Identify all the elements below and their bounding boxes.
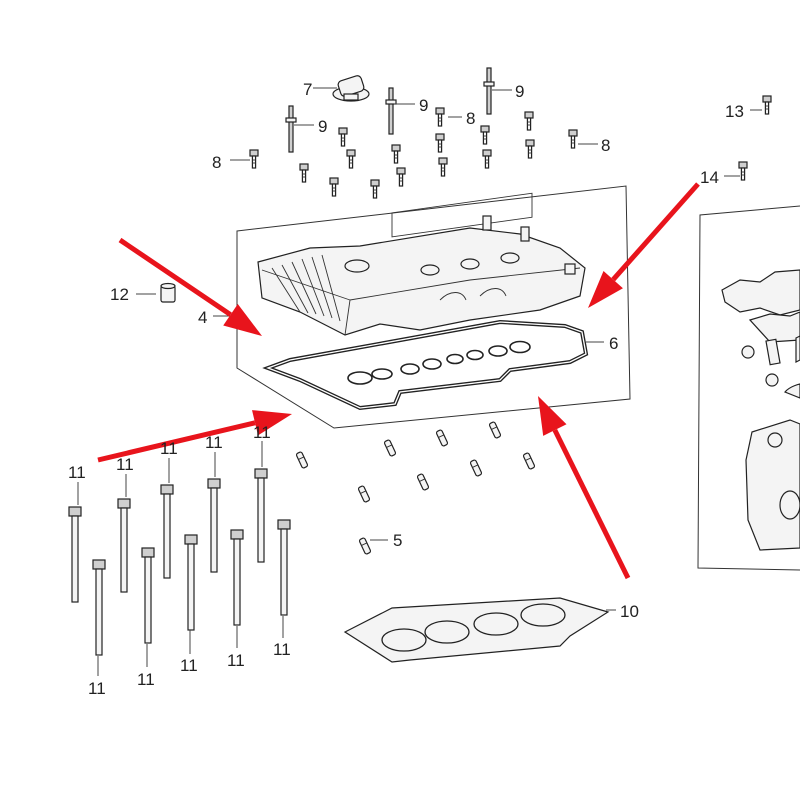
cover-assembly-frame — [236, 185, 631, 429]
leader-lines — [77, 87, 762, 676]
highlight-arrows — [97, 182, 700, 580]
sleeve-12 — [160, 282, 176, 303]
red-arrow-shaft — [97, 420, 256, 463]
stud-bolt — [385, 87, 397, 135]
callout-11: 11 — [68, 463, 86, 482]
red-arrow-head — [588, 270, 623, 308]
oil-filler-cap — [332, 75, 370, 102]
callout-11: 11 — [137, 670, 155, 689]
callout-13: 13 — [725, 102, 744, 121]
callout-9: 9 — [515, 82, 524, 101]
cylinder-head-assembly — [697, 205, 800, 571]
callout-11: 11 — [273, 640, 291, 659]
callout-11: 11 — [227, 651, 245, 670]
callout-8: 8 — [212, 153, 221, 172]
callout-11: 11 — [180, 656, 198, 675]
valve-cover — [257, 192, 586, 336]
bolt-14 — [738, 161, 748, 181]
cylinder-head-bolts — [68, 468, 291, 656]
red-arrow-shaft — [552, 428, 631, 580]
callout-11: 11 — [205, 433, 223, 452]
callout-8: 8 — [601, 136, 610, 155]
callout-9: 9 — [318, 117, 327, 136]
callout-labels: 7 8 8 8 9 9 9 13 14 12 4 6 5 10 11 11 11… — [68, 80, 744, 698]
callout-8: 8 — [466, 109, 475, 128]
red-arrow-shaft — [611, 182, 700, 282]
cover-gasket — [262, 319, 589, 411]
callout-6: 6 — [609, 334, 618, 353]
callout-12: 12 — [110, 285, 129, 304]
callout-7: 7 — [303, 80, 312, 99]
callout-11: 11 — [88, 679, 106, 698]
cover-bolts — [249, 107, 578, 199]
callout-11: 11 — [253, 423, 271, 442]
bolt-13 — [762, 95, 772, 115]
callout-9: 9 — [419, 96, 428, 115]
head-gasket — [343, 597, 610, 663]
callout-14: 14 — [700, 168, 719, 187]
red-arrow-head — [252, 410, 292, 436]
red-arrow-shaft — [118, 237, 232, 317]
callout-4: 4 — [198, 308, 207, 327]
callout-11: 11 — [160, 439, 178, 458]
red-arrow-head — [538, 396, 567, 436]
stud-bolt — [483, 67, 495, 115]
dowel-pins — [295, 420, 536, 556]
callout-11: 11 — [116, 455, 134, 474]
callout-5: 5 — [393, 531, 402, 550]
red-arrow-head — [223, 303, 262, 336]
callout-10: 10 — [620, 602, 639, 621]
stud-bolt — [285, 105, 297, 153]
